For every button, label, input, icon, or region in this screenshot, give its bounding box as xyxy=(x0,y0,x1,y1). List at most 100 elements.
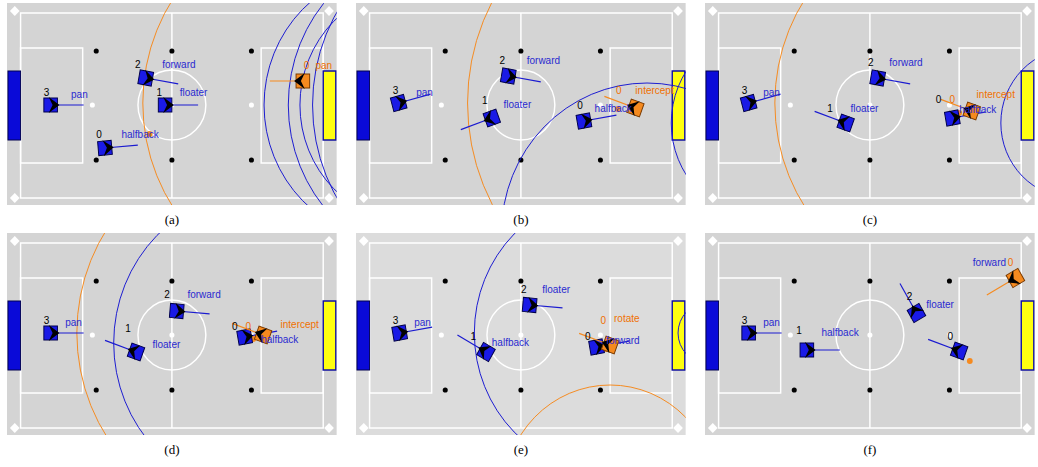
robot xyxy=(905,301,926,323)
opponent-label: 0 xyxy=(1008,257,1014,269)
panel-caption: (e) xyxy=(514,442,528,457)
robot-number: 3 xyxy=(393,85,399,97)
range-arc xyxy=(502,83,686,205)
range-arc xyxy=(143,3,337,205)
soccer-field xyxy=(705,3,1035,205)
role-label: halfback xyxy=(595,103,632,115)
range-arc xyxy=(775,3,1035,205)
role-label: pan xyxy=(71,89,88,101)
role-label: pan xyxy=(416,87,433,99)
panel-caption: (a) xyxy=(165,212,179,227)
soccer-field xyxy=(7,233,337,435)
role-label: floater xyxy=(926,299,954,311)
robot xyxy=(138,69,156,88)
soccer-field xyxy=(356,233,686,435)
range-arc xyxy=(114,233,337,435)
robot-number: 2 xyxy=(907,291,913,303)
range-arc xyxy=(264,3,337,205)
robot xyxy=(576,112,594,131)
robot-number: 2 xyxy=(135,59,141,71)
robot xyxy=(835,112,855,133)
robot-number: 3 xyxy=(44,315,50,327)
role-label: halfback xyxy=(261,334,298,346)
robot-number: 2 xyxy=(521,284,527,296)
ball xyxy=(967,358,973,364)
robot xyxy=(98,139,115,156)
role-label: pan xyxy=(763,317,780,329)
robot-number: 0 xyxy=(948,331,954,343)
soccer-field xyxy=(356,3,686,205)
robot-number: 0 xyxy=(936,94,942,106)
opponent-label: rotate xyxy=(614,313,640,325)
opponent-label: 0 xyxy=(616,85,622,97)
panel-caption: (b) xyxy=(513,212,528,227)
role-label: pan xyxy=(763,87,780,99)
role-label: forward xyxy=(606,335,639,347)
role-label: halfback xyxy=(959,104,996,116)
robot xyxy=(522,296,539,313)
range-arc xyxy=(671,28,686,205)
role-label: forward xyxy=(187,289,220,301)
opponent-label: 0 xyxy=(246,321,252,333)
role-label: pan xyxy=(414,317,431,329)
range-arc xyxy=(313,3,337,205)
robot xyxy=(392,324,410,343)
soccer-field xyxy=(705,233,1035,435)
opponent-label: 0 xyxy=(304,60,310,72)
robot xyxy=(500,67,518,86)
range-arc xyxy=(77,233,337,435)
robot-number: 2 xyxy=(868,57,874,69)
soccer-field xyxy=(7,3,337,205)
role-label: floater xyxy=(503,99,531,111)
robot xyxy=(1004,268,1025,290)
robot xyxy=(44,325,60,341)
robot-number: 1 xyxy=(156,87,162,99)
robot-number: 2 xyxy=(500,55,506,67)
opponent-label: intercept xyxy=(281,319,319,331)
robot xyxy=(169,302,186,319)
role-label: forward xyxy=(973,257,1006,269)
panel-caption: (c) xyxy=(863,212,877,227)
range-arc xyxy=(503,385,685,435)
opponent-label: 0 xyxy=(600,315,606,327)
robot-number: 0 xyxy=(585,331,591,343)
robot xyxy=(481,108,501,129)
opponent-label: pan xyxy=(315,60,332,72)
robot-number: 3 xyxy=(742,85,748,97)
robot-number: 0 xyxy=(577,100,583,112)
range-arc xyxy=(1001,48,1035,198)
robot xyxy=(948,340,968,361)
role-label: halfback xyxy=(492,337,529,349)
robot-number: 1 xyxy=(470,331,476,343)
robot xyxy=(125,341,145,362)
robot-number: 2 xyxy=(164,289,170,301)
robot-number: 1 xyxy=(827,103,833,115)
robot-number: 1 xyxy=(796,325,802,337)
role-label: forward xyxy=(162,59,195,71)
role-label: halfback xyxy=(821,327,858,339)
robot-number: 3 xyxy=(44,87,50,99)
range-arc xyxy=(300,3,337,205)
robot xyxy=(870,69,888,88)
role-label: floater xyxy=(180,87,208,99)
range-arc xyxy=(468,3,686,205)
role-label: forward xyxy=(889,57,922,69)
role-label: floater xyxy=(153,339,181,351)
range-arc xyxy=(474,233,685,435)
robot-number: 0 xyxy=(232,321,238,333)
robot xyxy=(294,73,310,89)
robot xyxy=(800,342,816,358)
robot xyxy=(158,97,174,113)
range-arc xyxy=(678,303,686,363)
robot-number: 1 xyxy=(482,95,488,107)
role-label: halfback xyxy=(121,129,158,141)
panel-caption: (f) xyxy=(863,442,876,457)
opponent-label: 0 xyxy=(949,94,955,106)
robot xyxy=(742,325,758,341)
role-label: forward xyxy=(527,55,560,67)
role-label: floater xyxy=(542,284,570,296)
role-label: pan xyxy=(65,317,82,329)
